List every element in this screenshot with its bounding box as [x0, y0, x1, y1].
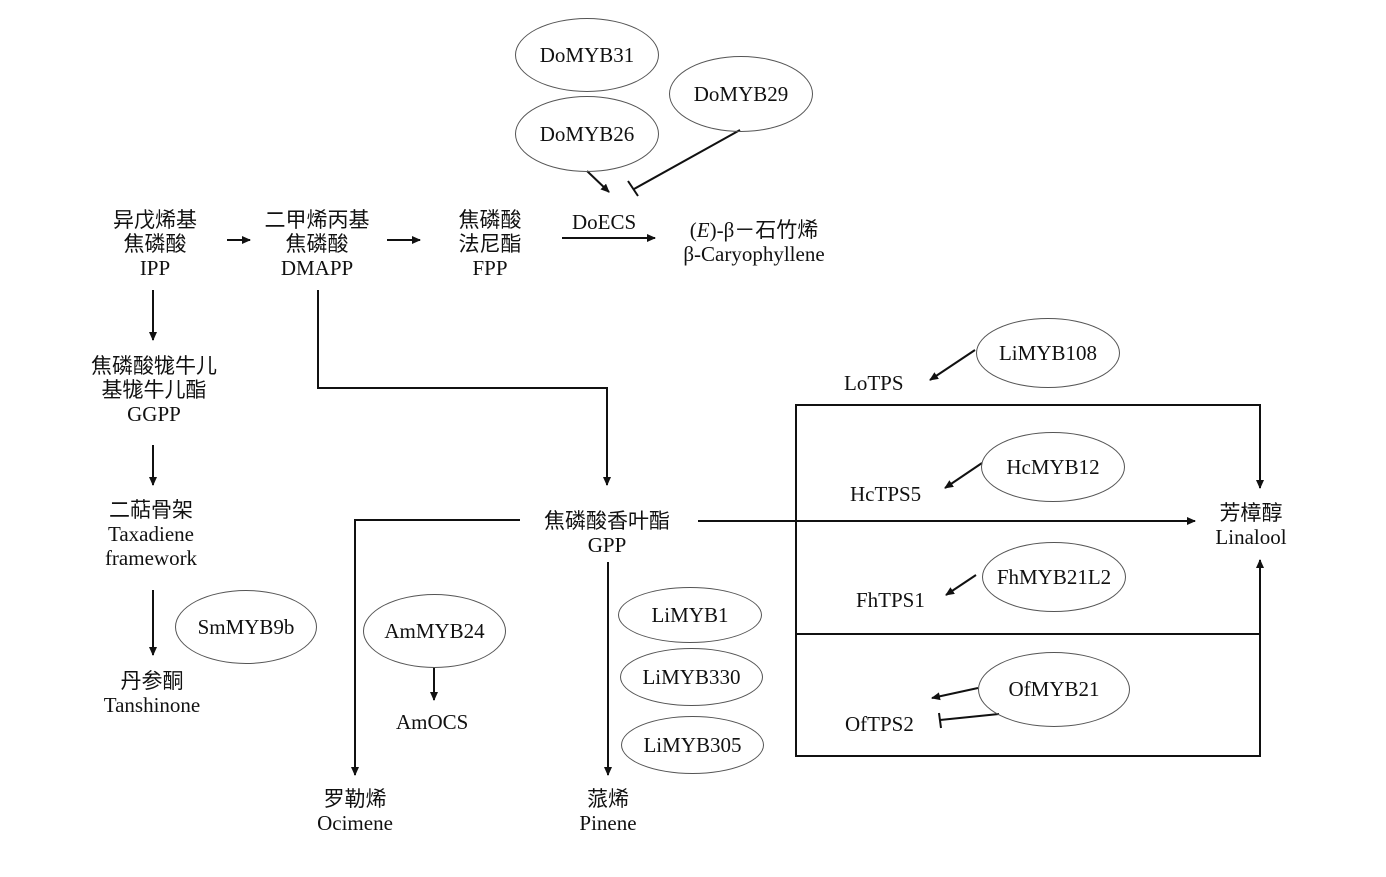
- linalool-en: Linalool: [1215, 525, 1287, 549]
- tf-fhmyb21l2: FhMYB21L2: [982, 542, 1126, 612]
- edge-hcmyb12-hctps5: [944, 462, 983, 489]
- tanshinone-zh: 丹参酮: [120, 669, 184, 693]
- node-linalool: 芳樟醇 Linalool: [1215, 501, 1286, 549]
- enzyme-fhtps1: FhTPS1: [856, 588, 925, 612]
- tf-limyb1-label: LiMYB1: [651, 602, 729, 627]
- node-pinene: 蒎烯 Pinene: [579, 787, 636, 835]
- edge-gpp-ocimene: [351, 519, 520, 776]
- gpp-en: GPP: [587, 533, 627, 557]
- edge-domyb29-doecs-inhibit: [633, 129, 741, 190]
- tf-domyb29: DoMYB29: [669, 56, 813, 132]
- gpp-zh: 焦磷酸香叶酯: [544, 509, 670, 533]
- dmapp-zh-line2: 焦磷酸: [285, 232, 349, 256]
- ggpp-en: GGPP: [127, 402, 181, 426]
- inhibit-bar-domyb29: [627, 180, 639, 197]
- edge-dmapp-gpp: [317, 290, 611, 486]
- tf-domyb31: DoMYB31: [515, 18, 659, 92]
- enzyme-oftps2: OfTPS2: [845, 712, 914, 736]
- tf-hcmyb12-label: HcMYB12: [1006, 454, 1100, 479]
- edge-box-bottom: [795, 521, 1264, 757]
- edge-limyb108-lotps: [929, 349, 976, 381]
- tf-domyb26-label: DoMYB26: [539, 121, 635, 146]
- edge-fhmyb21l2-fhtps1: [945, 574, 977, 596]
- node-dmapp: 二甲烯丙基 焦磷酸 DMAPP: [265, 208, 370, 280]
- node-ipp: 异戊烯基 焦磷酸 IPP: [113, 208, 197, 280]
- node-tanshinone: 丹参酮 Tanshinone: [104, 669, 201, 717]
- node-ocimene: 罗勒烯 Ocimene: [317, 787, 393, 835]
- pinene-en: Pinene: [579, 811, 637, 835]
- caryophyllene-zh-prefix: (: [689, 218, 697, 242]
- ipp-zh-line1: 异戊烯基: [113, 208, 197, 232]
- pinene-zh: 蒎烯: [587, 787, 629, 811]
- tf-limyb108-label: LiMYB108: [998, 340, 1097, 365]
- tf-domyb26: DoMYB26: [515, 96, 659, 172]
- tf-limyb108: LiMYB108: [976, 318, 1120, 388]
- node-gpp: 焦磷酸香叶酯 GPP: [544, 509, 670, 557]
- dmapp-zh-line1: 二甲烯丙基: [264, 208, 370, 232]
- enzyme-lotps: LoTPS: [844, 371, 904, 395]
- ggpp-zh-line2: 基牻牛儿酯: [101, 378, 207, 402]
- node-caryophyllene: (E)-β－石竹烯 β-Caryophyllene: [683, 218, 824, 266]
- tf-limyb305-label: LiMYB305: [643, 732, 742, 757]
- enzyme-doecs: DoECS: [572, 210, 637, 234]
- edge-lotps-linalool: [795, 404, 1264, 521]
- ipp-zh-line2: 焦磷酸: [123, 232, 187, 256]
- taxadiene-zh: 二萜骨架: [109, 498, 193, 522]
- ocimene-en: Ocimene: [317, 811, 393, 835]
- tf-fhmyb21l2-label: FhMYB21L2: [996, 564, 1112, 589]
- node-taxadiene: 二萜骨架 Taxadiene framework: [105, 498, 197, 570]
- tf-hcmyb12: HcMYB12: [981, 432, 1125, 502]
- inhibit-bar-ofmyb21: [938, 712, 942, 729]
- enzyme-hctps5: HcTPS5: [850, 482, 922, 506]
- ipp-en: IPP: [139, 256, 171, 280]
- ocimene-zh: 罗勒烯: [323, 787, 387, 811]
- node-ggpp: 焦磷酸牻牛儿 基牻牛儿酯 GGPP: [91, 354, 217, 426]
- fpp-zh-line2: 法尼酯: [458, 232, 522, 256]
- edge-ofmyb21-oftps2: [931, 687, 979, 701]
- tf-ofmyb21-label: OfMYB21: [1008, 677, 1100, 701]
- caryophyllene-en: β-Caryophyllene: [683, 242, 825, 266]
- tf-ammyb24-label: AmMYB24: [384, 618, 485, 643]
- tf-ammyb24: AmMYB24: [363, 594, 506, 668]
- caryophyllene-zh: (E)-β－石竹烯: [683, 218, 824, 242]
- ggpp-zh-line1: 焦磷酸牻牛儿: [91, 354, 217, 378]
- enzyme-amocs: AmOCS: [396, 710, 469, 734]
- fpp-zh-line1: 焦磷酸: [458, 208, 522, 232]
- tf-ofmyb21: OfMYB21: [978, 652, 1130, 727]
- tf-smmyb9b-label: SmMYB9b: [197, 614, 295, 639]
- tf-domyb29-label: DoMYB29: [693, 81, 789, 106]
- taxadiene-en-line2: framework: [104, 546, 198, 570]
- fpp-en: FPP: [472, 256, 508, 280]
- caryophyllene-zh-suffix: )-β－石竹烯: [709, 218, 819, 242]
- dmapp-en: DMAPP: [280, 256, 354, 280]
- tf-limyb1: LiMYB1: [618, 587, 762, 643]
- tanshinone-en: Tanshinone: [103, 693, 201, 717]
- node-fpp: 焦磷酸 法尼酯 FPP: [459, 208, 522, 280]
- edge-ofmyb21-oftps2-inhibit: [939, 713, 1000, 721]
- tf-smmyb9b: SmMYB9b: [175, 590, 317, 664]
- tf-domyb31-label: DoMYB31: [539, 42, 635, 67]
- edge-domyb26-doecs: [586, 170, 610, 193]
- caryophyllene-zh-italic: E: [696, 218, 710, 242]
- tf-limyb330: LiMYB330: [620, 648, 763, 706]
- linalool-zh: 芳樟醇: [1219, 501, 1283, 525]
- taxadiene-en-line1: Taxadiene: [108, 522, 194, 546]
- tf-limyb305: LiMYB305: [621, 716, 764, 774]
- tf-limyb330-label: LiMYB330: [642, 664, 741, 689]
